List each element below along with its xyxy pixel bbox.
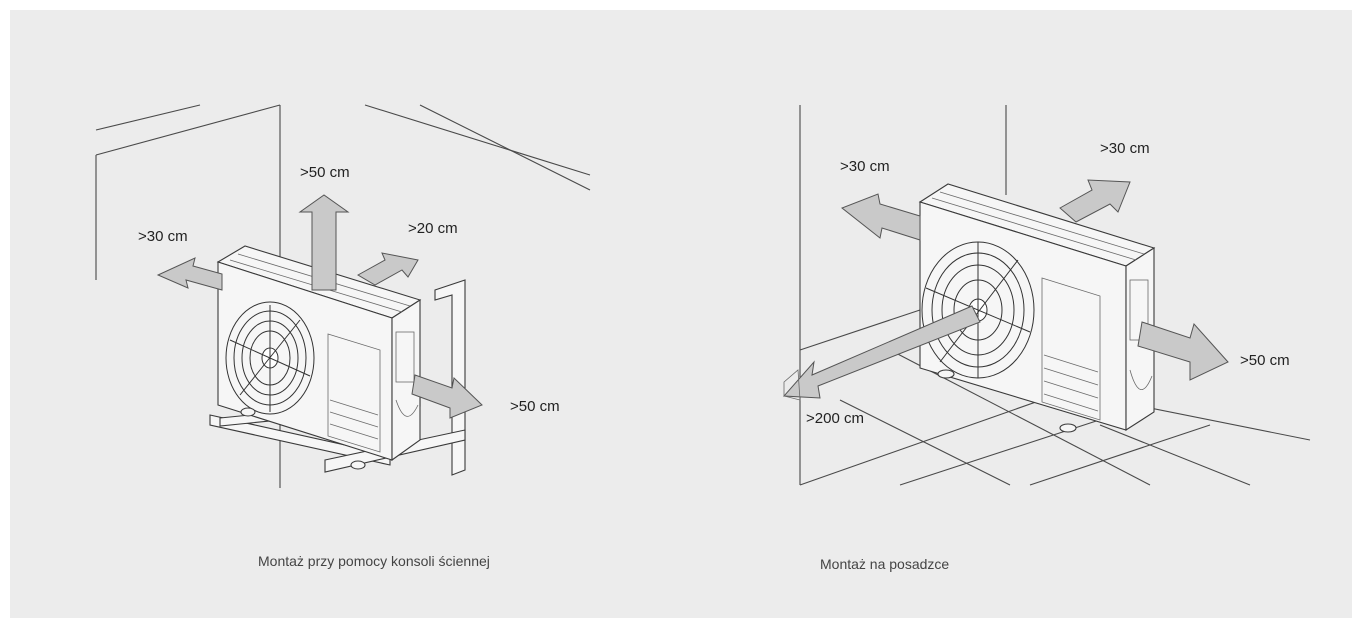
- label-back-clearance: >20 cm: [408, 220, 458, 237]
- floor-mount-drawing: [782, 105, 1311, 486]
- floor-mount-illustration: >30 cm >30 cm >50 cm >200 cm: [770, 100, 1330, 500]
- wall-mount-drawing: [95, 104, 591, 488]
- label-top-clearance: >50 cm: [300, 164, 350, 181]
- caption-floor-mount: Montaż na posadzce: [820, 556, 950, 572]
- label-back-clearance: >30 cm: [1100, 140, 1150, 157]
- left-arrow: [841, 193, 921, 241]
- back-arrow: [1059, 179, 1131, 223]
- label-front-clearance: >200 cm: [806, 410, 864, 427]
- back-arrow: [356, 252, 419, 286]
- left-arrow: [156, 257, 223, 291]
- label-left-clearance: >30 cm: [138, 228, 188, 245]
- label-right-clearance: >50 cm: [1240, 352, 1290, 369]
- label-right-clearance: >50 cm: [510, 398, 560, 415]
- diagram-panel: >50 cm >30 cm >20 cm >50 cm Montaż przy …: [10, 10, 1352, 618]
- right-arrow: [411, 374, 483, 419]
- right-arrow: [1137, 321, 1229, 381]
- caption-wall-mount: Montaż przy pomocy konsoli ściennej: [258, 553, 490, 569]
- label-left-clearance: >30 cm: [840, 158, 890, 175]
- up-arrow: [298, 194, 350, 291]
- front-arrow: [782, 305, 981, 399]
- wall-mount-illustration: >50 cm >30 cm >20 cm >50 cm: [90, 100, 610, 500]
